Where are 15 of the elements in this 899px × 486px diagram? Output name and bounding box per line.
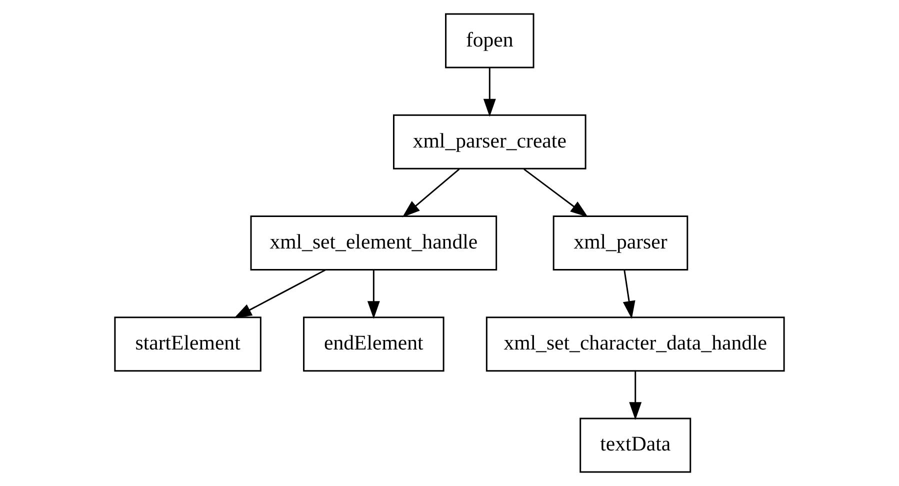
node-box: xml_parser [552,216,688,270]
arrow [402,168,460,218]
arrow [622,270,636,319]
node-box: xml_parser_create [393,114,586,170]
node-box: xml_set_character_data_handle [486,316,785,372]
node-box: textData [580,418,692,473]
arrow [524,168,588,218]
node-box: startElement [114,316,262,372]
node-box: fopen [445,13,534,68]
arrow [367,270,380,319]
arrow [629,371,642,420]
node-box: endElement [303,316,444,372]
arrow [234,269,326,318]
node-box: xml_set_element_handle [250,216,498,270]
arrow [483,68,496,117]
